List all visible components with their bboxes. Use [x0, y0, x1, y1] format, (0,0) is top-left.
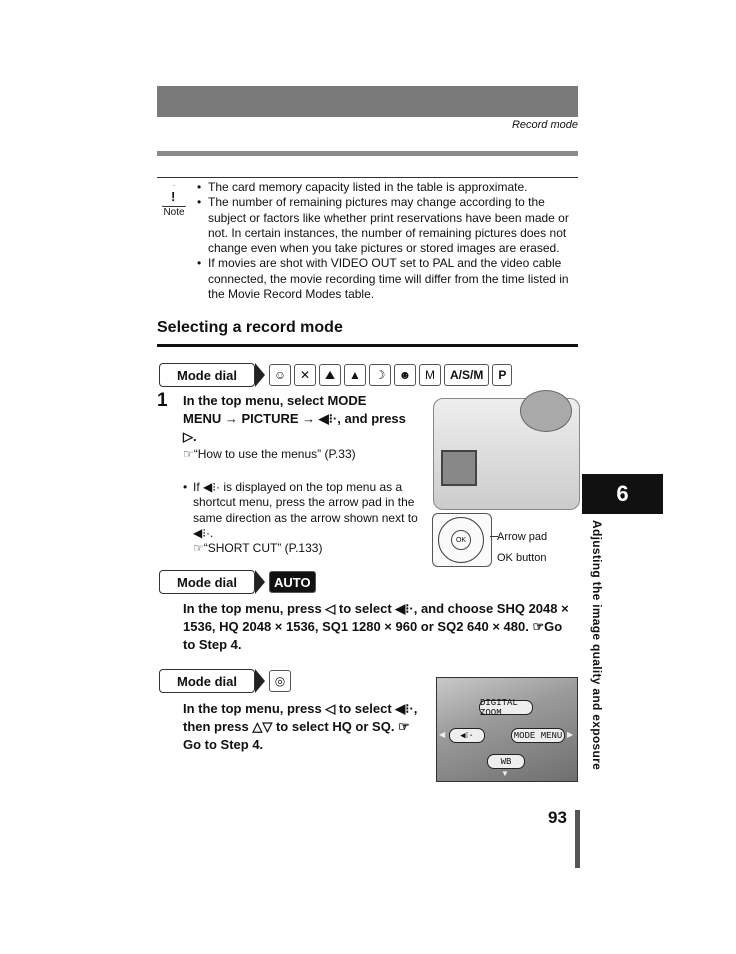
asm-mode-icon: A/S/M — [444, 364, 490, 386]
mode-dial-row-3: Mode dial ◎ — [159, 669, 291, 693]
wb-pill: WB — [487, 754, 525, 769]
section-title: Selecting a record mode — [157, 319, 343, 336]
movie-icon: ◎ — [269, 670, 291, 692]
arrow-pad-label: Arrow pad — [497, 531, 548, 543]
note-divider — [157, 177, 578, 178]
warning-icon: ! — [162, 185, 186, 207]
mode-dial-box: Mode dial — [159, 363, 255, 387]
page-number: 93 — [548, 808, 567, 827]
landscape-portrait-icon: ⛰ — [319, 364, 341, 386]
digital-zoom-pill: DIGITAL ZOOM — [479, 698, 533, 718]
mode-menu-pill: MODE MENU — [511, 728, 565, 743]
p-mode-icon: P — [492, 364, 513, 386]
section-label: Record mode — [511, 119, 578, 131]
arrow-right-icon: ▶ — [567, 730, 574, 739]
lcd-screen-illustration: DIGITAL ZOOM ◀⁝· MODE MENU WB ◀ ▶ ▼ — [436, 677, 578, 782]
auto-instruction: In the top menu, press ◁ to select ◀⁝·, … — [183, 601, 569, 652]
sports-icon: ✕ — [294, 364, 316, 386]
mode-dial-row-2: Mode dial AUTO — [159, 570, 316, 594]
camera-lcd — [441, 450, 477, 486]
note-item: The card memory capacity listed in the t… — [196, 180, 581, 196]
arrow-right-icon — [255, 669, 265, 693]
step1-bullet: •If ◀⁝· is displayed on the top menu as … — [183, 480, 418, 540]
self-portrait-icon: ☻ — [394, 364, 416, 386]
step1-ref: ☞“How to use the menus” (P.33) — [183, 447, 356, 461]
ok-button-label: OK button — [497, 552, 547, 564]
movie-instruction: In the top menu, press ◁ to select ◀⁝·, … — [183, 701, 418, 752]
record-mode-pill: ◀⁝· — [449, 728, 485, 743]
mode-dial-box: Mode dial — [159, 570, 255, 594]
night-scene-icon: ☽ — [369, 364, 391, 386]
ok-button-icon: OK — [451, 530, 471, 550]
step1-ref2: ☞“SHORT CUT” (P.133) — [193, 541, 323, 555]
mode-dial-box: Mode dial — [159, 669, 255, 693]
my-mode-icon: M — [419, 364, 441, 386]
chapter-title: Adjusting the image quality and exposure — [590, 520, 604, 771]
step-number: 1 — [157, 390, 168, 411]
note-item: The number of remaining pictures may cha… — [196, 195, 581, 256]
page-bar — [575, 810, 580, 868]
arrow-down-icon: ▼ — [501, 769, 509, 778]
arrow-right-icon — [255, 363, 265, 387]
note-icon: ! Note — [158, 185, 190, 218]
header-bar — [157, 86, 578, 117]
auto-mode-icon: AUTO — [269, 571, 316, 593]
portrait-icon: ☺ — [269, 364, 291, 386]
landscape-icon: ▲ — [344, 364, 366, 386]
step1-instruction: In the top menu, select MODE MENU → PICT… — [183, 393, 406, 444]
section-rule — [157, 344, 578, 347]
arrow-left-icon: ◀ — [439, 730, 446, 739]
arrow-pad-ring — [438, 517, 484, 563]
note-label: Note — [163, 207, 185, 218]
mode-icons: ☺ ✕ ⛰ ▲ ☽ ☻ M A/S/M P — [269, 364, 513, 386]
mode-dial-row-1: Mode dial ☺ ✕ ⛰ ▲ ☽ ☻ M A/S/M P — [159, 363, 513, 387]
note-item: If movies are shot with VIDEO OUT set to… — [196, 256, 581, 302]
chapter-tab: 6 — [582, 474, 663, 514]
arrow-right-icon — [255, 570, 265, 594]
step1-bullet-text: If ◀⁝· is displayed on the top menu as a… — [193, 480, 418, 540]
callout-line — [490, 536, 498, 537]
camera-lens — [520, 390, 572, 432]
divider-bar — [157, 151, 578, 156]
note-list: The card memory capacity listed in the t… — [196, 180, 581, 302]
